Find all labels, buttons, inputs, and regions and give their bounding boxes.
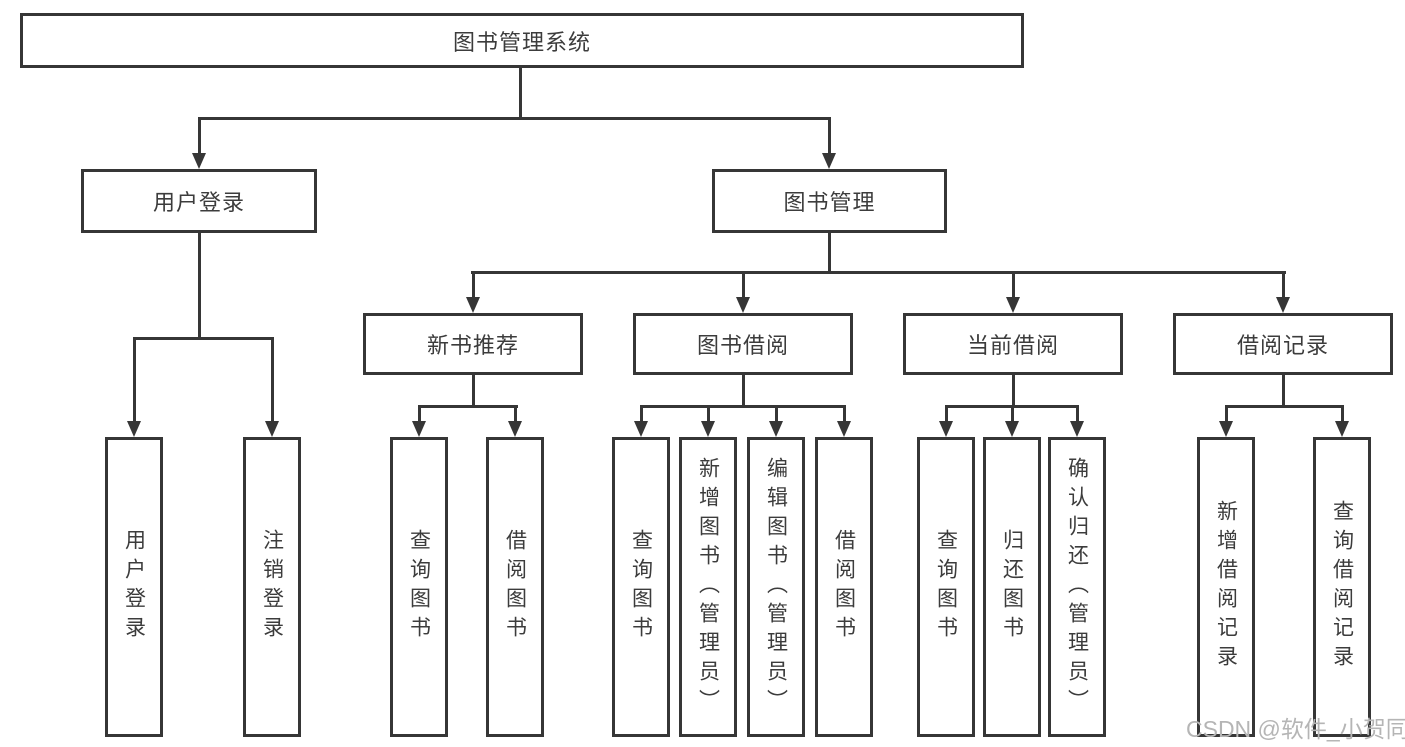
- connector-new-book-rec-stem: [472, 375, 475, 407]
- leaf-user-login: 用户登录: [105, 437, 163, 737]
- node-user-login-label: 用户登录: [152, 190, 245, 215]
- connector-root-rail: [198, 117, 831, 120]
- leaf-current-return-books: 归还图书: [983, 437, 1041, 737]
- leaf-newrec-borrow-books-label: 借阅图书: [503, 529, 527, 645]
- connector-drop-login-leaf: [133, 337, 136, 423]
- node-current-borrowing: 当前借阅: [903, 313, 1123, 375]
- connector-drop-book-management: [828, 117, 831, 154]
- leaf-logout-label: 注销登录: [260, 529, 284, 645]
- node-borrow-records: 借阅记录: [1173, 313, 1393, 375]
- leaf-newrec-query-books-label: 查询图书: [407, 529, 431, 645]
- arrowhead-down: [939, 421, 953, 437]
- connector-drop-leaf: [1225, 405, 1228, 423]
- connector-drop-logout-leaf: [271, 337, 274, 423]
- arrowhead-down: [192, 153, 206, 169]
- node-book-borrowing: 图书借阅: [633, 313, 853, 375]
- leaf-current-confirm-return-admin: 确认归还（管理员）: [1048, 437, 1106, 737]
- connector-current-borrow-stem: [1012, 375, 1015, 407]
- connector-drop-borrow-records: [1282, 271, 1285, 299]
- node-root-label: 图书管理系统: [452, 29, 591, 55]
- connector-book-management-rail: [471, 271, 1286, 274]
- connector-drop-leaf: [1011, 405, 1014, 423]
- node-borrow-records-label: 借阅记录: [1236, 333, 1329, 358]
- arrowhead-down: [127, 421, 141, 437]
- connector-drop-leaf: [1076, 405, 1079, 423]
- leaf-user-login-label: 用户登录: [122, 529, 146, 645]
- leaf-newrec-query-books: 查询图书: [390, 437, 448, 737]
- arrowhead-down: [822, 153, 836, 169]
- leaf-logout: 注销登录: [243, 437, 301, 737]
- node-current-borrowing-label: 当前借阅: [966, 333, 1059, 358]
- arrowhead-down: [1276, 297, 1290, 313]
- arrowhead-down: [1006, 297, 1020, 313]
- connector-drop-leaf: [418, 405, 421, 423]
- connector-drop-leaf: [707, 405, 710, 423]
- leaf-borrow-add-books-admin: 新增图书（管理员）: [679, 437, 737, 737]
- arrowhead-down: [634, 421, 648, 437]
- arrowhead-down: [412, 421, 426, 437]
- arrowhead-down: [769, 421, 783, 437]
- leaf-borrow-borrow-books: 借阅图书: [815, 437, 873, 737]
- leaf-current-return-books-label: 归还图书: [1000, 529, 1024, 645]
- leaf-records-query-record-label: 查询借阅记录: [1330, 500, 1354, 674]
- arrowhead-down: [837, 421, 851, 437]
- leaf-newrec-borrow-books: 借阅图书: [486, 437, 544, 737]
- connector-book-borrow-stem: [742, 375, 745, 407]
- node-user-login: 用户登录: [81, 169, 317, 233]
- leaf-borrow-query-books-label: 查询图书: [629, 529, 653, 645]
- connector-drop-leaf: [640, 405, 643, 423]
- leaf-borrow-edit-books-admin-label: 编辑图书（管理员）: [764, 456, 788, 718]
- leaf-current-query-books-label: 查询图书: [934, 529, 958, 645]
- node-new-book-recommend-label: 新书推荐: [426, 333, 519, 358]
- connector-borrow-records-rail: [1225, 405, 1344, 408]
- connector-drop-current-borrow: [1012, 271, 1015, 299]
- arrowhead-down: [736, 297, 750, 313]
- arrowhead-down: [508, 421, 522, 437]
- connector-new-book-rec-rail: [418, 405, 518, 408]
- arrowhead-down: [1335, 421, 1349, 437]
- connector-drop-book-borrow: [742, 271, 745, 299]
- connector-drop-user-login: [198, 117, 201, 154]
- connector-user-login-rail: [133, 337, 274, 340]
- leaf-borrow-borrow-books-label: 借阅图书: [832, 529, 856, 645]
- csdn-watermark: CSDN @软件_小贺同学: [1186, 716, 1405, 742]
- connector-borrow-records-stem: [1282, 375, 1285, 407]
- connector-drop-leaf: [843, 405, 846, 423]
- connector-book-management-stem: [828, 233, 831, 273]
- connector-drop-leaf: [1341, 405, 1344, 423]
- arrowhead-down: [466, 297, 480, 313]
- arrowhead-down: [1005, 421, 1019, 437]
- leaf-current-confirm-return-admin-label: 确认归还（管理员）: [1065, 456, 1089, 718]
- connector-drop-leaf: [945, 405, 948, 423]
- leaf-borrow-query-books: 查询图书: [612, 437, 670, 737]
- node-new-book-recommend: 新书推荐: [363, 313, 583, 375]
- leaf-current-query-books: 查询图书: [917, 437, 975, 737]
- node-book-borrowing-label: 图书借阅: [696, 333, 789, 358]
- arrowhead-down: [701, 421, 715, 437]
- connector-user-login-stem: [198, 233, 201, 339]
- arrowhead-down: [1219, 421, 1233, 437]
- node-book-management: 图书管理: [712, 169, 947, 233]
- node-root: 图书管理系统: [20, 13, 1024, 68]
- arrowhead-down: [265, 421, 279, 437]
- leaf-borrow-add-books-admin-label: 新增图书（管理员）: [696, 456, 720, 718]
- connector-drop-new-book-rec: [472, 271, 475, 299]
- connector-drop-leaf: [514, 405, 517, 423]
- connector-drop-leaf: [775, 405, 778, 423]
- connector-book-borrow-rail: [640, 405, 846, 408]
- leaf-records-add-record: 新增借阅记录: [1197, 437, 1255, 737]
- node-book-management-label: 图书管理: [783, 190, 876, 215]
- leaf-records-add-record-label: 新增借阅记录: [1214, 500, 1238, 674]
- leaf-borrow-edit-books-admin: 编辑图书（管理员）: [747, 437, 805, 737]
- arrowhead-down: [1070, 421, 1084, 437]
- leaf-records-query-record: 查询借阅记录: [1313, 437, 1371, 737]
- connector-root-stem: [519, 68, 522, 119]
